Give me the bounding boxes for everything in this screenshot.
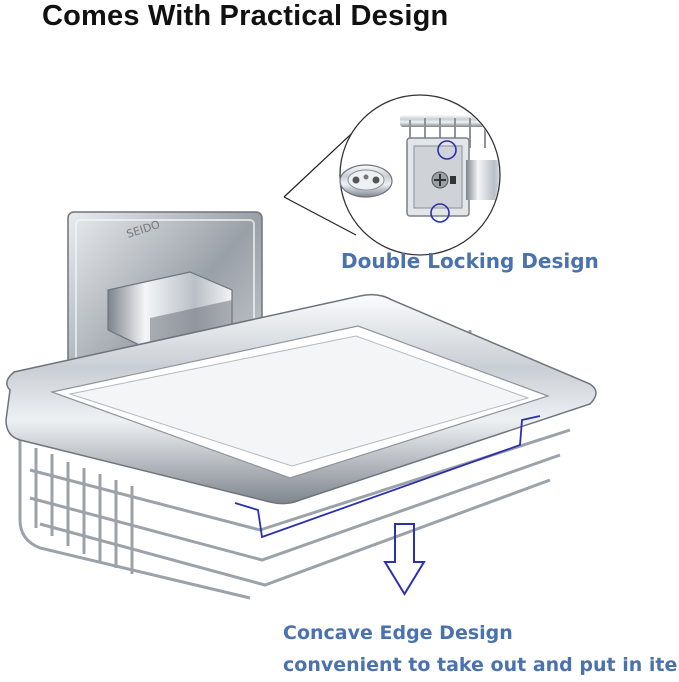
page-title: Comes With Practical Design <box>42 0 449 32</box>
edge-caption: Concave Edge Design <box>283 622 513 644</box>
edge-subcaption: convenient to take out and put in items <box>283 654 679 676</box>
lock-detail-lens <box>339 94 501 256</box>
down-arrow-outline-icon <box>383 523 426 596</box>
lock-caption: Double Locking Design <box>341 249 599 273</box>
basket-rim <box>5 293 597 505</box>
circle-highlight-icon <box>437 140 457 160</box>
circle-highlight-icon <box>430 203 450 223</box>
concave-edge-highlight <box>234 415 541 539</box>
